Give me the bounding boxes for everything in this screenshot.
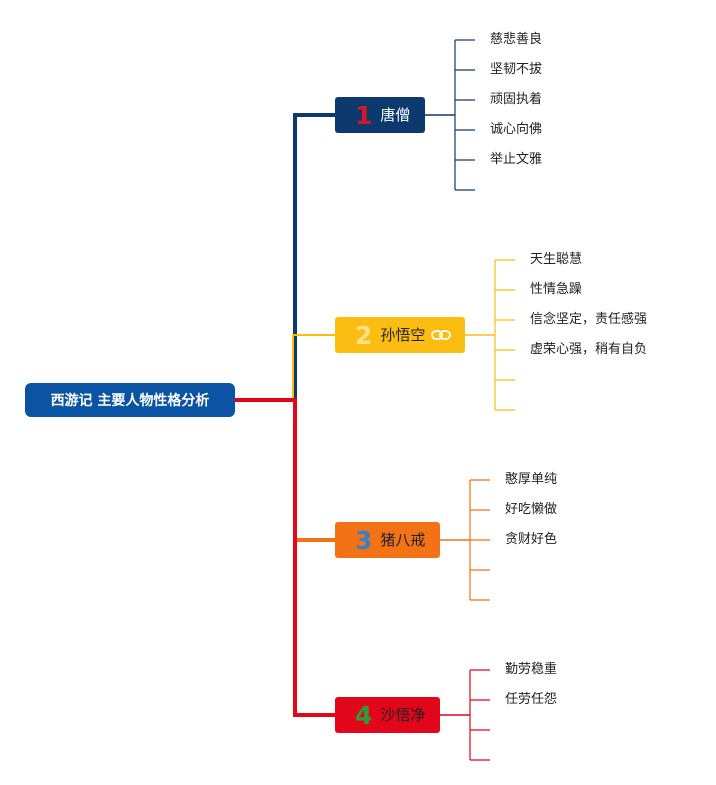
trait-label[interactable]: 天生聪慧 [530,252,583,267]
branch-number: 4 [355,700,373,730]
trait-label[interactable]: 举止文雅 [490,152,543,167]
link-icon[interactable] [431,329,452,341]
trait-label[interactable]: 任劳任怨 [505,692,558,707]
branch-node-3[interactable]: 3 猪八戒 [335,522,440,558]
connector-4 [235,398,335,717]
trait-label[interactable]: 坚韧不拔 [490,62,543,77]
trait-label[interactable]: 诚心向佛 [490,122,543,137]
connector-3 [235,398,335,542]
branch-label: 沙悟净 [380,705,426,724]
branch-label: 孙悟空 [380,325,426,344]
connector-1 [235,113,335,402]
root-topic-label: 西游记 主要人物性格分析 [50,393,210,409]
branch-number: 2 [355,320,373,350]
trait-label[interactable]: 好吃懒做 [505,502,558,517]
trait-label[interactable]: 勤劳稳重 [505,662,558,677]
trait-label[interactable]: 憨厚单纯 [505,472,558,487]
branch-label: 唐僧 [380,105,411,124]
trait-label[interactable]: 顽固执着 [490,92,543,107]
root-topic[interactable]: 西游记 主要人物性格分析 [25,383,235,417]
branch-node-2[interactable]: 2 孙悟空 [335,317,465,353]
branch-label: 猪八戒 [380,530,426,549]
trait-label[interactable]: 贪财好色 [505,532,558,547]
trait-label[interactable]: 虚荣心强，稍有自负 [530,342,648,357]
branch-number: 1 [355,100,373,130]
branch-node-1[interactable]: 1 唐僧 [335,97,425,133]
connector-2 [235,334,335,401]
trait-label[interactable]: 慈悲善良 [490,32,543,47]
branch-node-4[interactable]: 4 沙悟净 [335,697,440,733]
trait-label[interactable]: 性情急躁 [530,282,583,297]
trait-label[interactable]: 信念坚定，责任感强 [530,312,648,327]
branch-number: 3 [355,525,373,555]
